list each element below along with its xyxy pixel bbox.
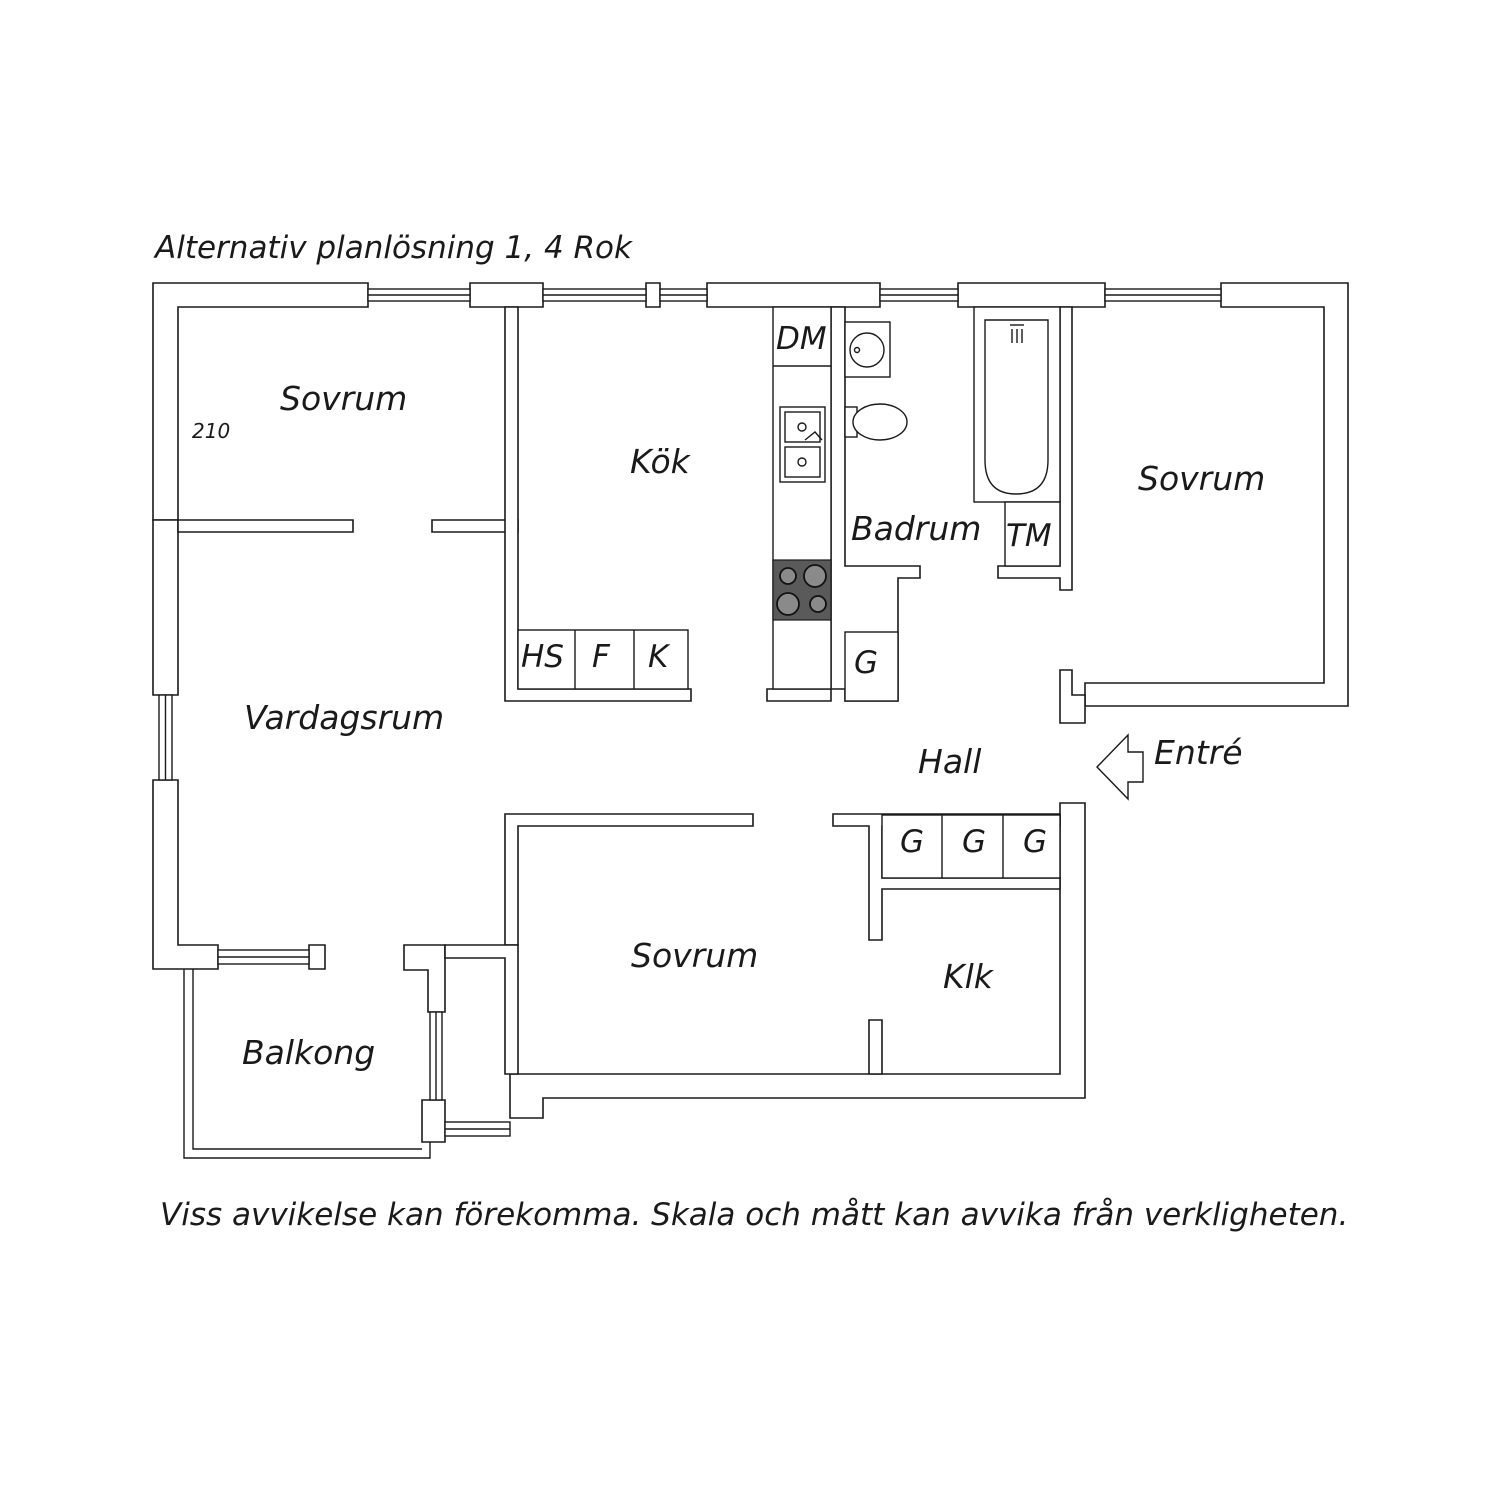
windows — [158, 288, 1222, 1137]
label-tm: TM — [1006, 518, 1052, 554]
window-sovrum-2 — [1104, 288, 1222, 302]
label-vardagsrum: Vardagsrum — [244, 698, 444, 737]
label-klk: Klk — [943, 957, 995, 996]
top-wall-seg-5 — [957, 282, 1106, 308]
window-sovrum-3-side — [429, 1011, 443, 1101]
tm-box — [1004, 501, 1061, 567]
window-kok-2 — [659, 288, 708, 302]
entrance-arrow-icon — [1096, 733, 1144, 801]
label-sovrum-2: Sovrum — [1138, 459, 1265, 498]
label-g-2: G — [962, 824, 986, 860]
window-post — [308, 944, 326, 970]
label-g-3: G — [1023, 824, 1047, 860]
label-dm: DM — [776, 321, 827, 357]
label-balkong: Balkong — [242, 1033, 375, 1072]
kitchen-fixtures — [517, 306, 832, 690]
left-wall-lower — [152, 779, 219, 970]
label-g-bath: G — [854, 645, 878, 681]
label-entre: Entré — [1154, 733, 1243, 772]
kok-right-wall — [830, 306, 921, 702]
label-sovrum-3: Sovrum — [631, 936, 758, 975]
top-wall-seg-4 — [706, 282, 881, 308]
balcony-wall-bottom — [421, 1099, 446, 1143]
kok-left-wall — [504, 306, 692, 702]
bathtub-icon — [973, 306, 1061, 503]
g-box-bath — [844, 631, 899, 702]
label-f: F — [592, 639, 611, 675]
left-wall-upper — [152, 519, 179, 696]
balkong-outline — [183, 969, 431, 1159]
kitchen-cabinets — [517, 629, 689, 690]
interior-walls — [177, 306, 1073, 1075]
right-wall-entry-top — [1059, 669, 1086, 724]
klk-wall-left — [868, 1019, 883, 1075]
window-kok-1 — [542, 288, 647, 302]
sovrum-1-wall-left — [177, 519, 354, 533]
toilet-icon — [844, 403, 908, 441]
plan-title: Alternativ planlösning 1, 4 Rok — [153, 230, 633, 266]
window-sovrum-3-bottom — [444, 1121, 511, 1137]
sovrum-3-wall-upper — [504, 813, 754, 946]
balcony-wall-right — [403, 944, 446, 1013]
disclaimer: Viss avvikelse kan förekomma. Skala och … — [160, 1197, 1348, 1233]
label-hall: Hall — [918, 742, 981, 781]
window-vardagsrum — [158, 694, 173, 781]
label-k: K — [648, 639, 671, 675]
window-badrum — [879, 288, 959, 302]
hall-closets — [881, 814, 1061, 879]
window-sovrum-1 — [367, 288, 471, 302]
window-balcony-door — [217, 949, 310, 965]
label-hs: HS — [521, 639, 564, 675]
label-kok: Kök — [630, 442, 692, 481]
bathroom-fixtures — [844, 306, 1061, 702]
label-sovrum-1: Sovrum — [280, 379, 407, 418]
top-wall-right — [1084, 282, 1349, 707]
label-g-1: G — [900, 824, 924, 860]
top-wall-seg-3 — [645, 282, 661, 308]
sovrum-3-wall-left — [444, 944, 519, 1075]
label-badrum: Badrum — [851, 509, 981, 548]
kitchen-counter — [772, 306, 832, 690]
top-wall-seg-2 — [469, 282, 544, 308]
dimension-note: 210 — [192, 419, 230, 443]
kok-counter-base — [766, 688, 832, 702]
